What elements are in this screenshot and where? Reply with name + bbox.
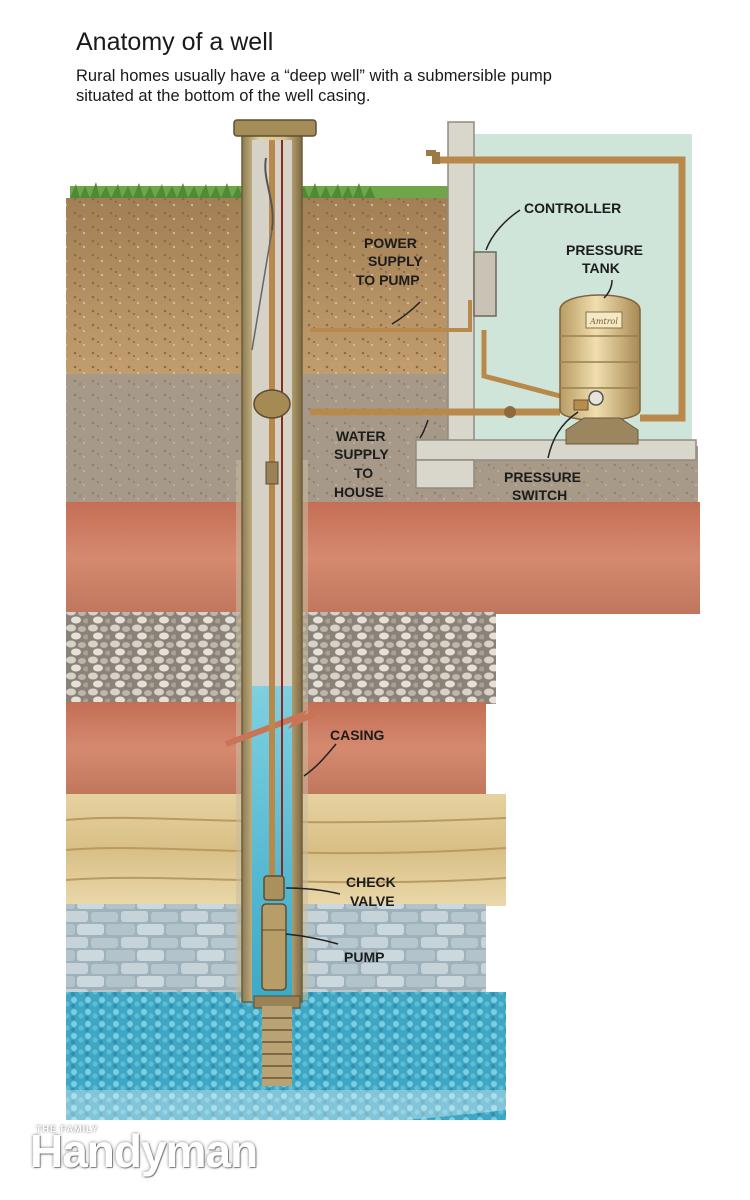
label-pump: PUMP [344, 949, 384, 965]
page-title: Anatomy of a well [76, 28, 274, 56]
drop-pipe [251, 140, 291, 900]
label-power-1: POWER [364, 235, 417, 251]
label-water-2: SUPPLY [334, 446, 389, 462]
label-check-1: CHECK [346, 874, 396, 890]
check-valve [263, 875, 285, 901]
basement [415, 121, 697, 489]
label-casing: CASING [330, 727, 385, 743]
label-controller: CONTROLLER [524, 200, 621, 216]
label-water-4: HOUSE [334, 484, 384, 500]
pressure-tank: Amtrol [559, 294, 641, 445]
label-water-1: WATER [336, 428, 386, 444]
label-water-3: TO [354, 465, 373, 481]
brand-logo: Handyman [30, 1125, 258, 1177]
label-pressure-tank-1: PRESSURE [566, 242, 643, 258]
leader-lines [285, 209, 613, 945]
house-piping [310, 150, 686, 422]
label-switch-1: PRESSURE [504, 469, 581, 485]
submersible-pump [261, 903, 287, 991]
label-switch-2: SWITCH [512, 487, 567, 503]
page-subtitle: Rural homes usually have a “deep well” w… [76, 67, 552, 105]
label-pressure-tank-2: TANK [582, 260, 620, 276]
controller-box [310, 251, 497, 332]
label-power-2: SUPPLY [368, 253, 423, 269]
brand-tagline: THE FAMILY [36, 1124, 99, 1134]
tank-brand-tag: Amtrol [589, 317, 618, 326]
label-power-3: TO PUMP [356, 272, 420, 288]
label-check-2: VALVE [350, 893, 395, 909]
